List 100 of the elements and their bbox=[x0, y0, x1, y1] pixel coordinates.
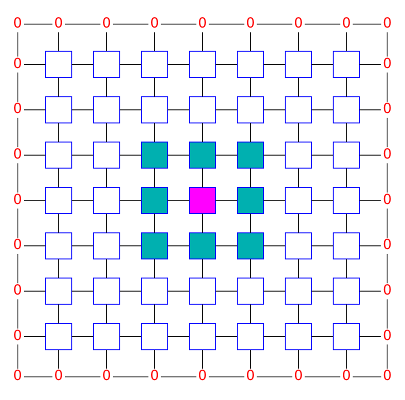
connector bbox=[352, 376, 382, 377]
node-box bbox=[45, 141, 72, 168]
connector bbox=[202, 76, 203, 97]
node-box bbox=[188, 322, 216, 350]
node-box bbox=[188, 277, 216, 304]
connector bbox=[386, 298, 388, 328]
connector bbox=[208, 23, 244, 24]
connector bbox=[106, 122, 107, 142]
connector bbox=[298, 349, 299, 369]
node-box bbox=[93, 322, 120, 350]
connector bbox=[263, 108, 286, 110]
connector bbox=[298, 212, 299, 233]
connector bbox=[346, 212, 347, 233]
node-box bbox=[284, 232, 312, 259]
connector bbox=[24, 376, 52, 377]
connector bbox=[24, 290, 46, 292]
connector bbox=[311, 244, 334, 246]
connector bbox=[16, 298, 18, 328]
node-text: 0 bbox=[382, 282, 392, 298]
connector bbox=[386, 253, 388, 283]
node-box bbox=[45, 50, 72, 78]
connector bbox=[311, 290, 334, 292]
connector bbox=[16, 117, 18, 147]
connector bbox=[386, 162, 388, 192]
connector bbox=[256, 23, 292, 24]
node-text: 0 bbox=[102, 15, 112, 32]
connector bbox=[24, 108, 46, 110]
connector bbox=[346, 122, 347, 142]
connector bbox=[167, 290, 190, 292]
node-text: 0 bbox=[198, 15, 207, 32]
connector bbox=[154, 212, 155, 233]
node-box bbox=[284, 96, 312, 123]
connector bbox=[64, 376, 100, 377]
node-box bbox=[332, 322, 360, 350]
node-box bbox=[284, 277, 312, 304]
connector bbox=[202, 167, 203, 188]
node-box bbox=[93, 277, 120, 304]
node-text: 0 bbox=[342, 367, 351, 384]
node-text: 0 bbox=[382, 100, 392, 117]
connector bbox=[311, 154, 334, 156]
node-box bbox=[332, 186, 360, 214]
node-box bbox=[188, 141, 216, 168]
connector bbox=[250, 122, 251, 142]
node-box bbox=[236, 232, 264, 259]
node-box bbox=[45, 96, 72, 123]
connector bbox=[359, 154, 382, 156]
connector bbox=[250, 31, 251, 52]
connector bbox=[106, 76, 107, 97]
connector bbox=[304, 376, 340, 377]
node-box bbox=[141, 141, 168, 168]
connector bbox=[263, 154, 286, 156]
connector bbox=[71, 290, 94, 292]
node-box bbox=[188, 232, 216, 259]
node-text: 0 bbox=[150, 15, 159, 32]
connector bbox=[119, 290, 142, 292]
node-text: 0 bbox=[13, 236, 22, 253]
node-text: 0 bbox=[382, 327, 392, 344]
connector bbox=[106, 349, 107, 369]
connector bbox=[386, 344, 388, 368]
connector bbox=[106, 304, 107, 324]
connector bbox=[386, 117, 388, 147]
connector bbox=[298, 167, 299, 188]
node-box bbox=[188, 96, 216, 123]
node-box bbox=[332, 141, 360, 168]
connector bbox=[106, 167, 107, 188]
node-text: 0 bbox=[342, 15, 351, 32]
connector bbox=[58, 31, 60, 52]
connector bbox=[202, 212, 203, 233]
node-box bbox=[93, 50, 120, 78]
connector bbox=[16, 208, 18, 238]
node-text: 0 bbox=[382, 191, 392, 208]
node-box bbox=[236, 322, 264, 350]
node-box bbox=[45, 277, 72, 304]
node-text: 0 bbox=[13, 55, 22, 72]
node-box bbox=[141, 96, 168, 123]
connector bbox=[154, 76, 155, 97]
connector bbox=[208, 376, 244, 377]
connector bbox=[167, 154, 190, 156]
connector bbox=[119, 244, 142, 246]
node-text: 0 bbox=[382, 146, 392, 162]
connector bbox=[202, 304, 203, 324]
connector bbox=[359, 244, 382, 246]
connector bbox=[119, 154, 142, 156]
connector bbox=[64, 23, 100, 24]
connector bbox=[16, 32, 18, 56]
node-box bbox=[332, 277, 360, 304]
connector bbox=[346, 349, 347, 369]
connector bbox=[250, 212, 251, 233]
node-text: 0 bbox=[294, 15, 303, 32]
connector bbox=[346, 167, 347, 188]
node-box bbox=[141, 322, 168, 350]
connector bbox=[154, 258, 155, 278]
node-box bbox=[141, 186, 168, 214]
connector bbox=[58, 76, 60, 97]
connector bbox=[154, 304, 155, 324]
connector bbox=[298, 31, 299, 52]
node-box bbox=[188, 50, 216, 78]
node-box bbox=[284, 50, 312, 78]
connector bbox=[250, 258, 251, 278]
connector bbox=[346, 76, 347, 97]
